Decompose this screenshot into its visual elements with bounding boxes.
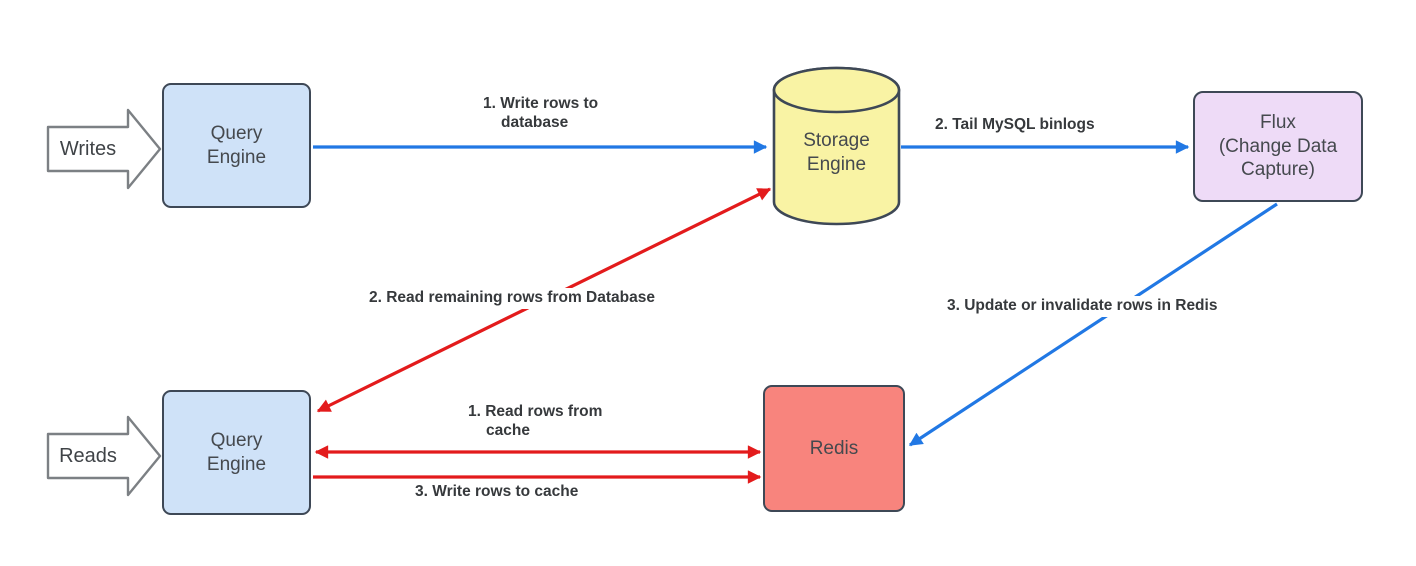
node-storage-engine: Storage Engine [771,65,902,227]
block-arrow-shape [46,108,162,190]
edge-label-read-remaining-rows: 2. Read remaining rows from Database [365,288,659,309]
node-flux-cdc: Flux (Change Data Capture) [1193,91,1363,202]
edge-label-update-or-invalidate: 3. Update or invalidate rows in Redis [943,296,1222,317]
node-redis: Redis [763,385,905,512]
writes-label: Writes [59,137,117,160]
block-arrow-shape [46,415,162,497]
query-engine-read-label: Query Engine [206,429,267,475]
edge-update-or-invalidate-rows [908,202,1278,447]
cylinder-top [772,66,901,114]
edge-label-line1: 1. Write rows to [483,95,599,112]
writes-entry-arrow: Writes [46,108,162,192]
redis-label: Redis [809,437,859,459]
edge-label-line2: database [501,113,569,131]
edge-label-write-rows-to-database: 1. Write rows to database [483,95,598,132]
reads-entry-arrow: Reads [46,415,162,499]
query-engine-write-label: Query Engine [206,122,267,168]
edge-label-line2: cache [486,421,530,439]
edge-label-tail-mysql-binlogs: 2. Tail MySQL binlogs [935,116,1095,133]
reads-label: Reads [59,444,117,467]
node-query-engine-read: Query Engine [162,390,311,515]
node-query-engine-write: Query Engine [162,83,311,208]
edge-label-read-rows-from-cache: 1. Read rows from cache [468,403,602,440]
edge-label-line1: 1. Read rows from [468,403,603,420]
flux-cdc-label: Flux (Change Data Capture) [1218,112,1338,181]
edge-label-write-rows-to-cache: 3. Write rows to cache [415,483,579,500]
storage-engine-label: Storage Engine [803,130,870,176]
